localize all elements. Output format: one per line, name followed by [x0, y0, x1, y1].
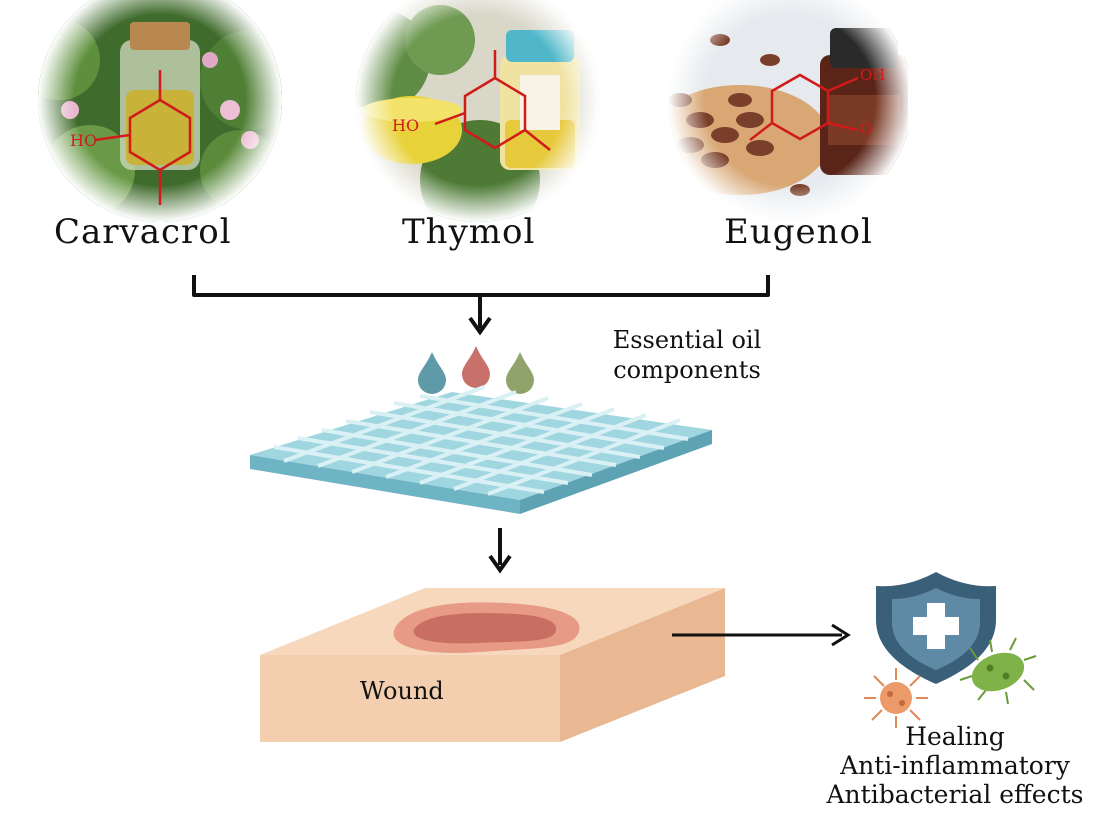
effects-arrow-head: [831, 623, 851, 647]
eugenol-photo: [668, 0, 912, 222]
thymol-ho-label: HO: [392, 116, 419, 135]
essential-oil-line-2: components: [613, 356, 761, 384]
mesh-scaffold: [250, 385, 712, 514]
thymol-structure: [434, 50, 551, 151]
bracket-arrow-head: [468, 316, 492, 336]
effect-healing: Healing: [905, 722, 1005, 751]
essential-oil-line-1: Essential oil: [612, 326, 762, 354]
skin-block: [260, 588, 725, 742]
bacteria-orange-icon: [864, 668, 928, 728]
drop-green: [506, 352, 534, 394]
eugenol-structure: [749, 73, 859, 141]
carvacrol-ho-label: HO: [70, 131, 97, 150]
essential-oil-label: Essential oil components: [582, 325, 792, 385]
bacteria-green-icon: [959, 637, 1037, 705]
eugenol-o-label: O: [860, 120, 872, 138]
compounds-bracket: [192, 275, 770, 297]
mesh-arrow-head: [488, 554, 512, 574]
shield-icon: [876, 572, 996, 684]
wound-area: [413, 613, 557, 644]
carvacrol-photo: [38, 0, 282, 222]
drop-blue: [418, 352, 446, 394]
thymol-label: Thymol: [402, 212, 536, 252]
drop-red: [462, 346, 490, 388]
thymol-photo: [356, 0, 600, 222]
carvacrol-label: Carvacrol: [54, 212, 232, 252]
carvacrol-structure: [94, 70, 192, 205]
effect-anti-inflammatory: Anti-inflammatory: [840, 751, 1070, 780]
eugenol-label: Eugenol: [724, 212, 873, 252]
effects-list: Healing Anti-inflammatory Antibacterial …: [800, 722, 1110, 809]
eugenol-oh-label: OH: [860, 66, 885, 84]
effect-antibacterial: Antibacterial effects: [826, 780, 1084, 809]
wound-label: Wound: [360, 677, 444, 705]
